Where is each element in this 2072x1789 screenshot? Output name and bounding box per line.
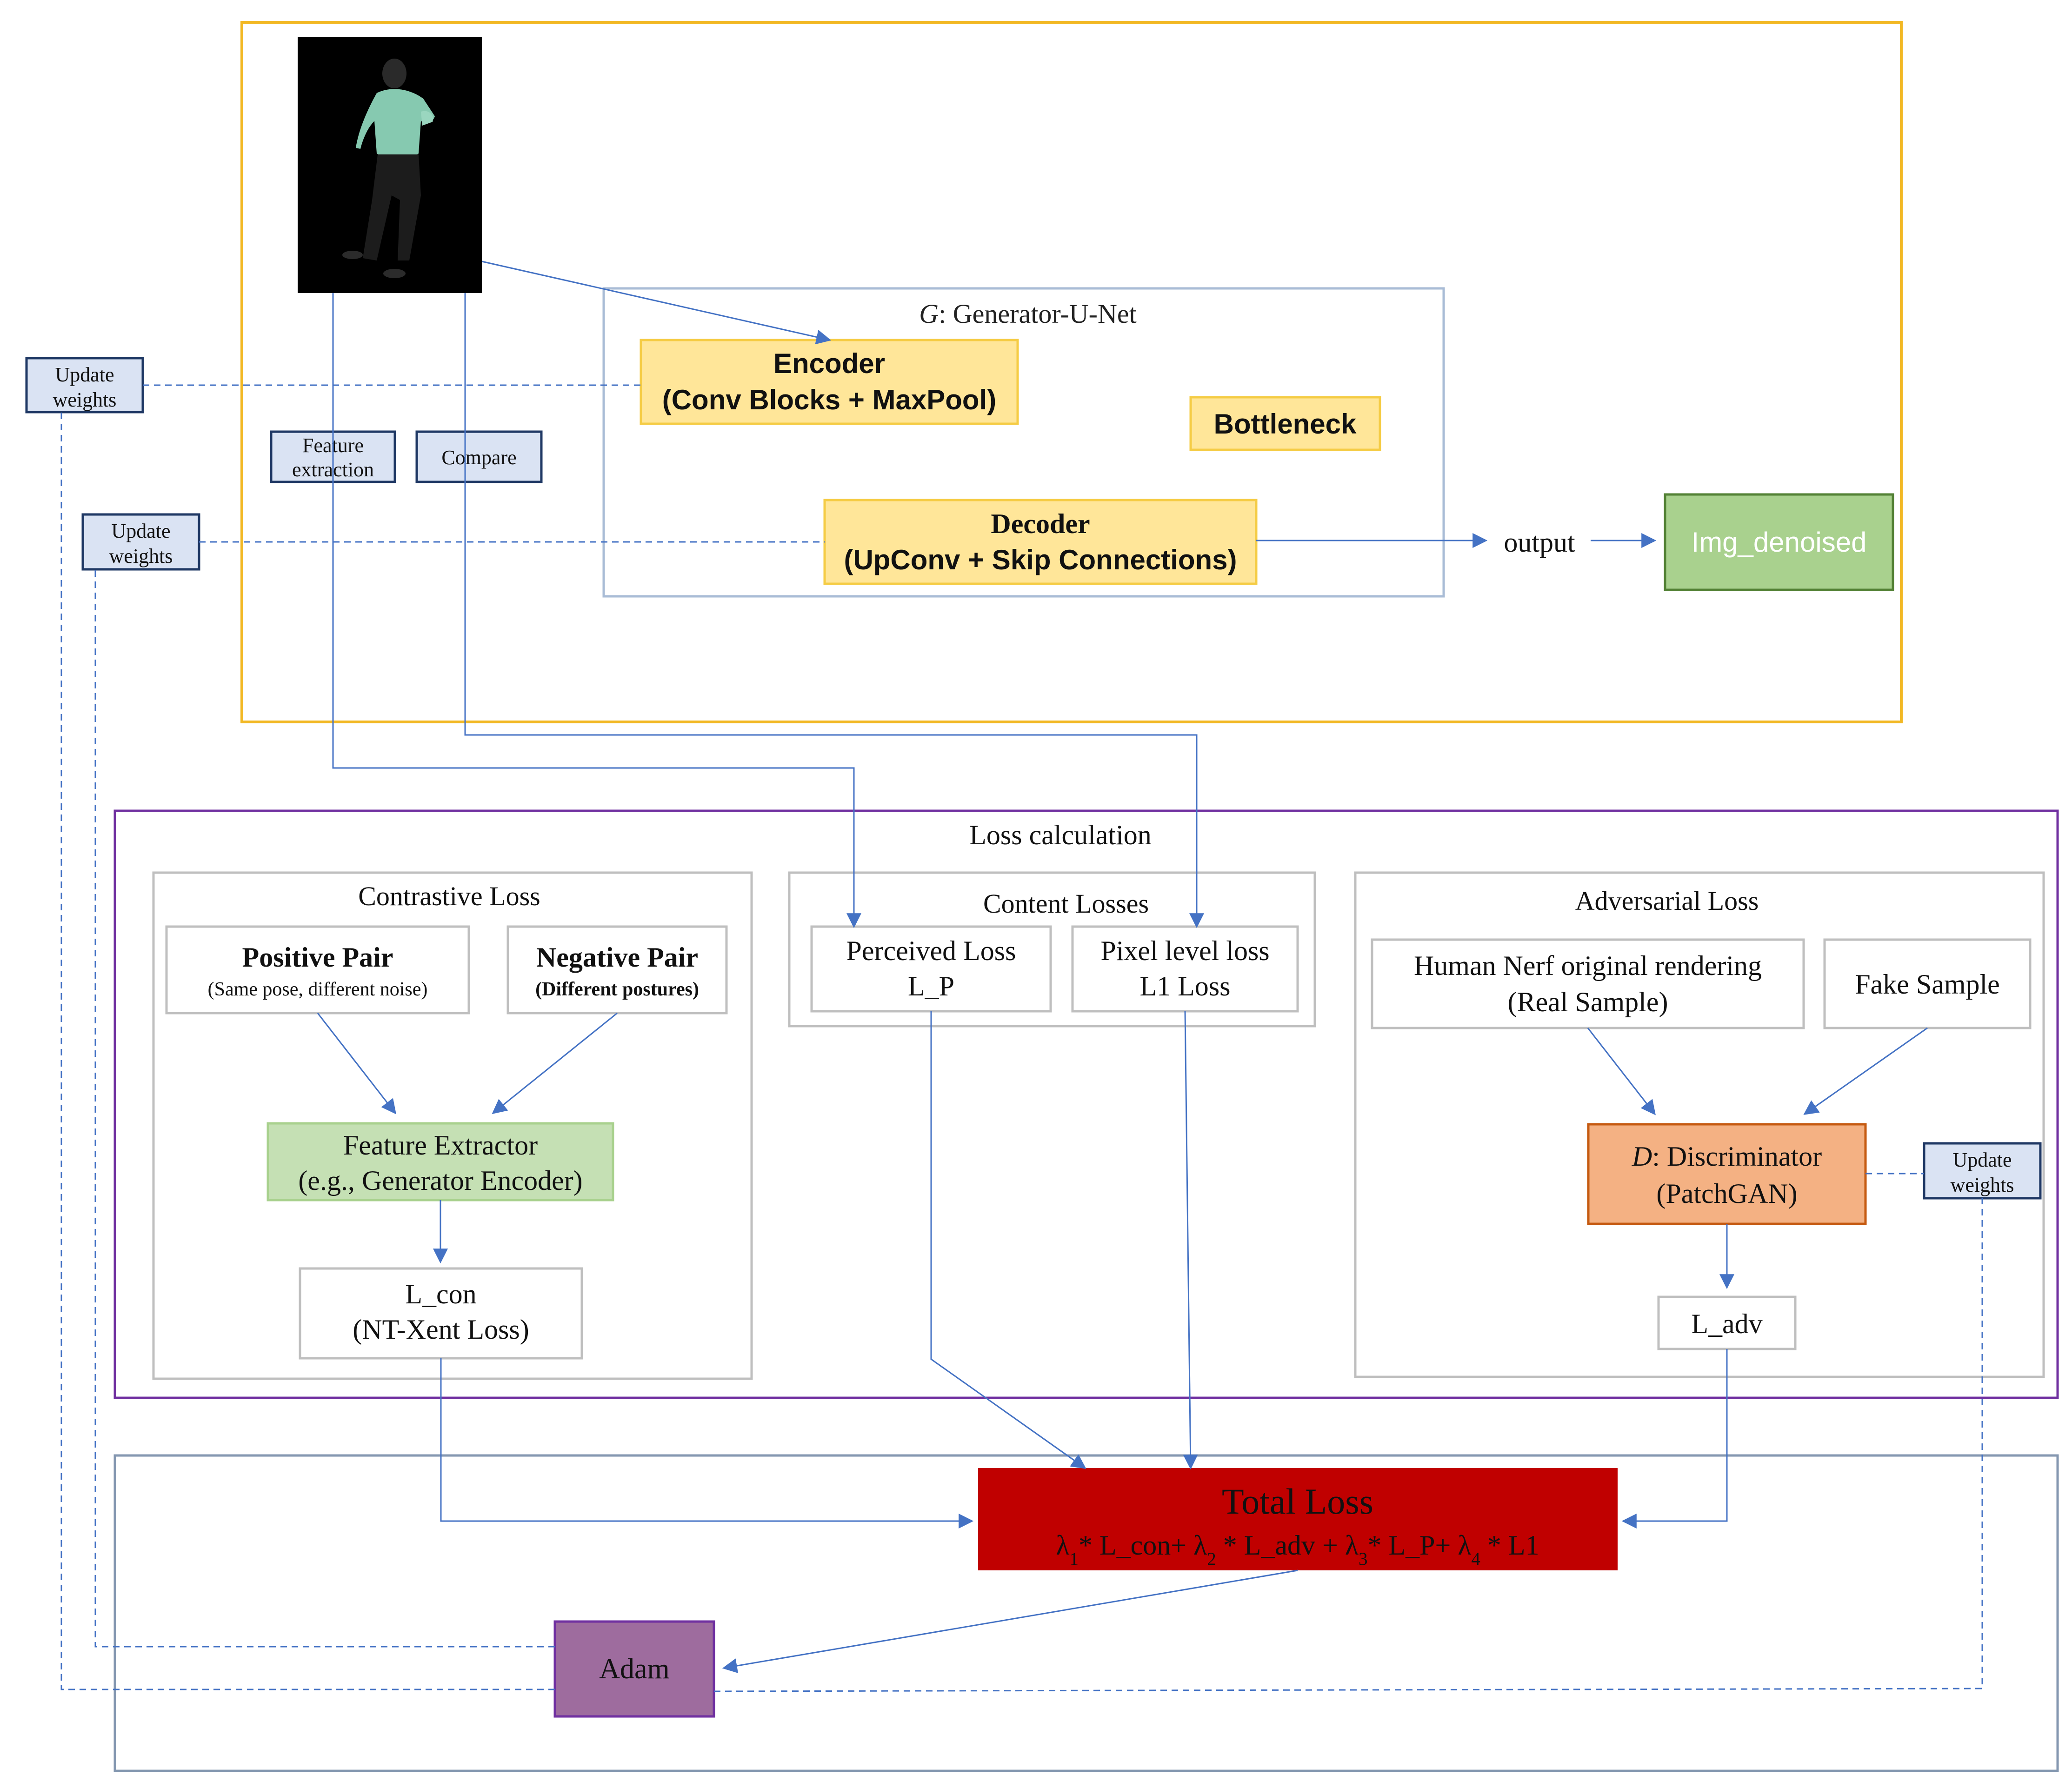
- arrow-pixel-to-total: [1183, 1011, 1198, 1470]
- arrow-lcon-to-total: [440, 1358, 974, 1529]
- svg-text:(Same pose, different noise): (Same pose, different noise): [208, 979, 428, 1000]
- update-weights-label-3: Update weights: [1923, 1142, 2042, 1200]
- svg-text:(NT-Xent Loss): (NT-Xent Loss): [353, 1314, 529, 1345]
- total-loss-title: Total Loss: [1222, 1481, 1373, 1522]
- svg-text:Update: Update: [111, 520, 170, 542]
- encoder-block[interactable]: Encoder (Conv Blocks + MaxPool): [640, 339, 1019, 425]
- generator-title: G: Generator-U-Net: [919, 299, 1136, 329]
- fake-sample-box[interactable]: Fake Sample: [1823, 938, 2032, 1029]
- update-weights-label-2: Update weights: [81, 513, 200, 571]
- svg-text:L_P: L_P: [908, 971, 954, 1001]
- svg-text:Human Nerf original rendering: Human Nerf original rendering: [1414, 950, 1762, 981]
- svg-text:weights: weights: [109, 545, 173, 567]
- total-loss-box[interactable]: Total Loss λ1* L_con+ λ2 * L_adv + λ3* L…: [978, 1468, 1618, 1570]
- svg-text:Positive Pair: Positive Pair: [242, 942, 393, 973]
- svg-text:L_adv: L_adv: [1691, 1308, 1762, 1339]
- ladv-box[interactable]: L_adv: [1657, 1295, 1797, 1350]
- arrow-positive-to-extractor: [317, 1013, 396, 1115]
- svg-text:(Different postures): (Different postures): [535, 979, 699, 1000]
- svg-text:(Real Sample): (Real Sample): [1508, 987, 1668, 1017]
- perceived-loss-box[interactable]: Perceived Loss L_P: [810, 925, 1052, 1013]
- img-denoised-block[interactable]: Img_denoised: [1664, 493, 1894, 591]
- svg-text:L1 Loss: L1 Loss: [1140, 971, 1231, 1001]
- adversarial-loss-title: Adversarial Loss: [1575, 886, 1759, 916]
- lcon-box[interactable]: L_con (NT-Xent Loss): [299, 1267, 583, 1360]
- arrow-real-to-discriminator: [1587, 1028, 1656, 1115]
- svg-text:(PatchGAN): (PatchGAN): [1656, 1178, 1797, 1209]
- loss-calculation-title: Loss calculation: [969, 820, 1152, 850]
- loss-calculation-frame: [113, 809, 2059, 1399]
- real-sample-box[interactable]: Human Nerf original rendering (Real Samp…: [1371, 938, 1805, 1029]
- svg-text:Adam: Adam: [599, 1653, 670, 1685]
- compare-label: Compare: [415, 430, 543, 483]
- svg-text:Update: Update: [1952, 1148, 2012, 1171]
- arrow-compare-to-pixel: [464, 293, 1204, 928]
- svg-text:weights: weights: [1951, 1174, 2014, 1196]
- svg-text:Update: Update: [55, 363, 114, 386]
- total-loss-formula: λ1* L_con+ λ2 * L_adv + λ3* L_P+ λ4 * L1: [1056, 1530, 1539, 1569]
- arrow-image-to-encoder: [481, 260, 832, 345]
- svg-text:Fake Sample: Fake Sample: [1855, 969, 2000, 1000]
- svg-text:weights: weights: [53, 388, 117, 411]
- img-denoised-label: Img_denoised: [1692, 527, 1867, 558]
- negative-pair-box[interactable]: Negative Pair (Different postures): [506, 925, 728, 1015]
- output-label: output: [1504, 527, 1575, 558]
- svg-text:Negative Pair: Negative Pair: [536, 942, 698, 973]
- arrow-feature-extraction-to-perceived: [332, 293, 861, 928]
- arrow-ladv-to-total: [1621, 1349, 1728, 1529]
- encoder-title: Encoder: [773, 348, 885, 379]
- update-weights-label-1: Update weights: [25, 357, 144, 414]
- decoder-title: Decoder: [991, 508, 1090, 539]
- feature-extractor-box[interactable]: Feature Extractor (e.g., Generator Encod…: [266, 1122, 614, 1202]
- pixel-level-loss-box[interactable]: Pixel level loss L1 Loss: [1071, 925, 1299, 1013]
- contrastive-loss-title: Contrastive Loss: [358, 881, 540, 911]
- generator-box: [602, 287, 1445, 598]
- decoder-subtitle: (UpConv + Skip Connections): [844, 544, 1237, 575]
- adversarial-loss-box: [1354, 871, 2045, 1378]
- decoder-block[interactable]: Decoder (UpConv + Skip Connections): [823, 499, 1258, 585]
- dashed-adam-to-update-3: [713, 1198, 1983, 1692]
- svg-text:L_con: L_con: [405, 1279, 476, 1309]
- input-image: [298, 37, 482, 293]
- dashed-adam-to-update-1: [60, 412, 555, 1690]
- arrow-negative-to-extractor: [492, 1012, 618, 1115]
- encoder-subtitle: (Conv Blocks + MaxPool): [662, 384, 996, 415]
- person-silhouette: [342, 59, 435, 278]
- svg-text:Feature Extractor: Feature Extractor: [343, 1130, 538, 1161]
- bottleneck-block[interactable]: Bottleneck: [1189, 396, 1381, 451]
- discriminator-box[interactable]: D: Discriminator (PatchGAN): [1587, 1123, 1867, 1225]
- svg-text:D: Discriminator: D: Discriminator: [1632, 1141, 1822, 1172]
- arrow-total-to-adam: [722, 1569, 1298, 1673]
- arrow-fake-to-discriminator: [1803, 1027, 1928, 1115]
- svg-text:Pixel level loss: Pixel level loss: [1100, 935, 1269, 966]
- arrow-perceived-to-total: [930, 1011, 1086, 1469]
- svg-text:Perceived Loss: Perceived Loss: [846, 935, 1016, 966]
- dashed-adam-to-update-2: [94, 569, 555, 1648]
- positive-pair-box[interactable]: Positive Pair (Same pose, different nois…: [165, 925, 470, 1015]
- generator-frame: [240, 21, 1903, 723]
- content-losses-title: Content Losses: [983, 888, 1149, 919]
- svg-text:(e.g., Generator Encoder): (e.g., Generator Encoder): [298, 1165, 582, 1196]
- adam-box[interactable]: Adam: [553, 1620, 715, 1718]
- svg-text:Compare: Compare: [441, 446, 516, 469]
- bottleneck-label: Bottleneck: [1214, 408, 1357, 440]
- contrastive-loss-box: [152, 871, 753, 1380]
- content-losses-box: [788, 871, 1316, 1028]
